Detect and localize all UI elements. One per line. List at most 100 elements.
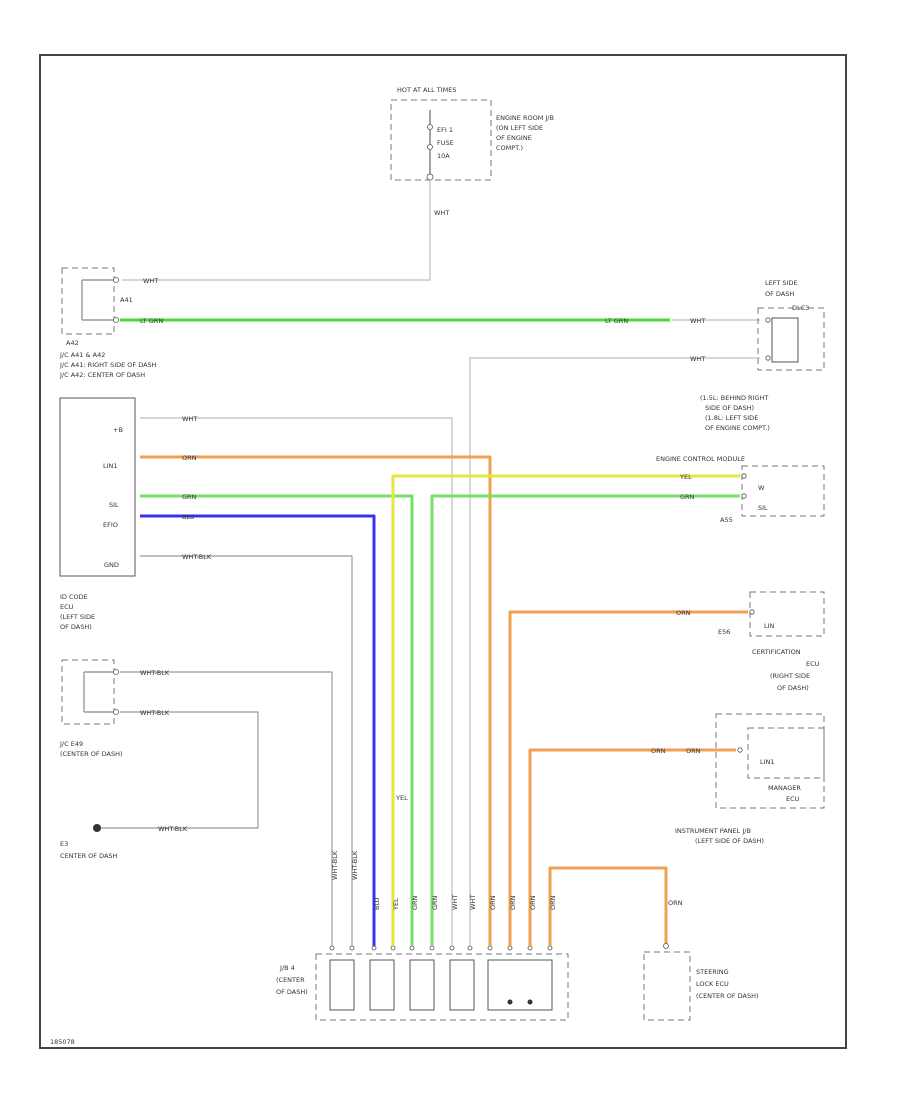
jb4-terminal	[449, 945, 455, 951]
manager-ecu: LIN1 MANAGER ECU INSTRUMENT PANEL J/B (L…	[675, 713, 825, 845]
ground-id: E3	[60, 840, 68, 848]
wire-ecm-yel	[391, 474, 740, 900]
fuse-label: FUSE	[437, 139, 454, 147]
wire-label-idcode-wht: WHT	[182, 415, 197, 423]
id-code-ecu: +B LIN1 SIL EFIO GND ID CODE ECU (LEFT S…	[59, 397, 136, 631]
wire-label-ecm-grn: GRN	[680, 493, 695, 501]
steer-label-1: STEERING	[696, 968, 729, 976]
wire-label-fuse-wht: WHT	[434, 209, 449, 217]
jb4-terminal	[371, 945, 377, 951]
jb4-terminal	[349, 945, 355, 951]
jb4-terminal	[429, 945, 435, 951]
footer-id: 185078	[50, 1038, 75, 1046]
jc-e49-label-2: (CENTER OF DASH)	[60, 750, 123, 758]
jb4-terminal	[527, 945, 533, 951]
jb4-block: J/B 4 (CENTER OF DASH)	[276, 953, 569, 1021]
cert-label-1: CERTIFICATION	[752, 648, 801, 656]
ecm-pin-sil	[741, 493, 747, 499]
ecm-loc-4: OF ENGINE COMPT.)	[705, 424, 770, 432]
idcode-pin-sil: SIL	[109, 501, 119, 509]
jb4-terminal	[390, 945, 396, 951]
ground-loc: CENTER OF DASH	[60, 852, 118, 860]
wire-dlc3-wht-2	[469, 357, 760, 900]
wire-label-jc-wht: WHT	[143, 277, 158, 285]
fuse-top-terminal	[427, 124, 433, 130]
jb4-terminal	[547, 945, 553, 951]
cert-label-3: (RIGHT SIDE	[770, 672, 810, 680]
jc-a41-a42-label-2: J/C A41: RIGHT SIDE OF DASH	[59, 361, 157, 369]
ground-e3: E3 CENTER OF DASH	[60, 824, 118, 860]
jc-e49: J/C E49 (CENTER OF DASH)	[59, 659, 123, 758]
wire-label-idcode-grn: GRN	[182, 493, 197, 501]
wire-mgr-orn	[528, 748, 736, 900]
steer-pin	[663, 943, 669, 949]
jc-e49-label-1: J/C E49	[59, 740, 83, 748]
cert-pin	[749, 609, 755, 615]
wire-label-lt-grn-2: LT GRN	[605, 317, 628, 325]
idcode-pin-ig: +B	[113, 426, 123, 434]
dlc3-outline	[757, 307, 825, 371]
jb-wire-labels: WHT-BLK WHT-BLK BLU YEL GRN GRN WHT WHT …	[331, 850, 557, 911]
jb4-label-3: OF DASH)	[276, 988, 308, 996]
idcode-pin-gnd: GND	[104, 561, 119, 569]
ip-jb-outline	[715, 713, 825, 809]
jc-e49-outline	[61, 659, 115, 725]
jb-label-orn: ORN	[529, 895, 537, 910]
jc-a41-outline	[61, 267, 115, 335]
certification-ecu: LIN E56 CERTIFICATION ECU (RIGHT SIDE OF…	[718, 591, 825, 692]
engine-control-module: (1.5L: BEHIND RIGHT SIDE OF DASH) (1.8L:…	[656, 394, 825, 524]
jb4-outline	[315, 953, 569, 1021]
ecm-pin-w-label: W	[758, 484, 765, 492]
steering-lock-ecu: STEERING LOCK ECU (CENTER OF DASH)	[643, 943, 759, 1021]
jc-e49-pin-2	[113, 709, 119, 715]
dlc3-pin-bottom	[765, 355, 771, 361]
idcode-label-4: OF DASH)	[60, 623, 92, 631]
wire-idcode-wht	[140, 417, 453, 900]
ecm-loc-1: (1.5L: BEHIND RIGHT	[700, 394, 768, 402]
wire-idcode-wht-blk	[140, 555, 353, 900]
jc-a41-a42: A41 A42 J/C A41 & A42 J/C A41: RIGHT SID…	[59, 267, 157, 379]
jb-label-grn: GRN	[431, 895, 439, 910]
ground-symbol-icon	[93, 824, 101, 832]
jc-a41-pin	[113, 277, 119, 283]
jb4-terminals	[329, 945, 553, 951]
idcode-label-3: (LEFT SIDE	[60, 613, 95, 621]
jb-label-yel: YEL	[392, 898, 400, 911]
manager-ecu-outline	[747, 727, 825, 779]
jc-a42-conn-label: A42	[66, 339, 79, 347]
ecm-conn-label: A55	[720, 516, 733, 524]
jb4-splice-2	[527, 999, 533, 1005]
jb4-terminal	[487, 945, 493, 951]
wire-label-lt-grn-1: LT GRN	[140, 317, 163, 325]
wire-label-idcode-orn: ORN	[182, 454, 197, 462]
ecm-name: ENGINE CONTROL MODULE	[656, 455, 745, 463]
jb4-terminal	[329, 945, 335, 951]
id-code-ecu-body	[59, 397, 136, 577]
steering-lock-outline	[643, 951, 691, 1021]
jb-label-wht: WHT	[469, 895, 477, 910]
engine-room-jb-label-4: COMPT.)	[496, 144, 523, 152]
wire-label-dlc3-wht-1: WHT	[690, 317, 705, 325]
steer-label-3: (CENTER OF DASH)	[696, 992, 759, 1000]
wire-label-ecm-yel: YEL	[679, 473, 692, 481]
wire-label-e49-2: WHT-BLK	[140, 709, 170, 717]
manager-label-1: MANAGER	[768, 784, 801, 792]
jc-e49-pin-1	[113, 669, 119, 675]
wire-label-mgr-orn-2: ORN	[686, 747, 701, 755]
wire-idcode-grn	[140, 494, 414, 900]
jb-label-wht: WHT	[451, 895, 459, 910]
wire-label-dlc3-wht-2: WHT	[690, 355, 705, 363]
jb4-terminal	[467, 945, 473, 951]
jb-label-orn: ORN	[549, 895, 557, 910]
wire-label-ecm-yel-vert: YEL	[395, 794, 408, 802]
engine-room-jb-label-3: OF ENGINE	[496, 134, 532, 142]
ip-jb-label-2: (LEFT SIDE OF DASH)	[695, 837, 764, 845]
idcode-label-1: ID CODE	[60, 593, 88, 601]
wire-fuse-to-jc	[122, 180, 431, 281]
jb4-terminal	[409, 945, 415, 951]
jb-label-grn: GRN	[411, 895, 419, 910]
fuse-out-terminal	[426, 173, 434, 181]
wire-label-ground: WHT-BLK	[158, 825, 188, 833]
jc-a42-pin	[113, 317, 119, 323]
jb4-cell-3	[409, 959, 435, 1011]
